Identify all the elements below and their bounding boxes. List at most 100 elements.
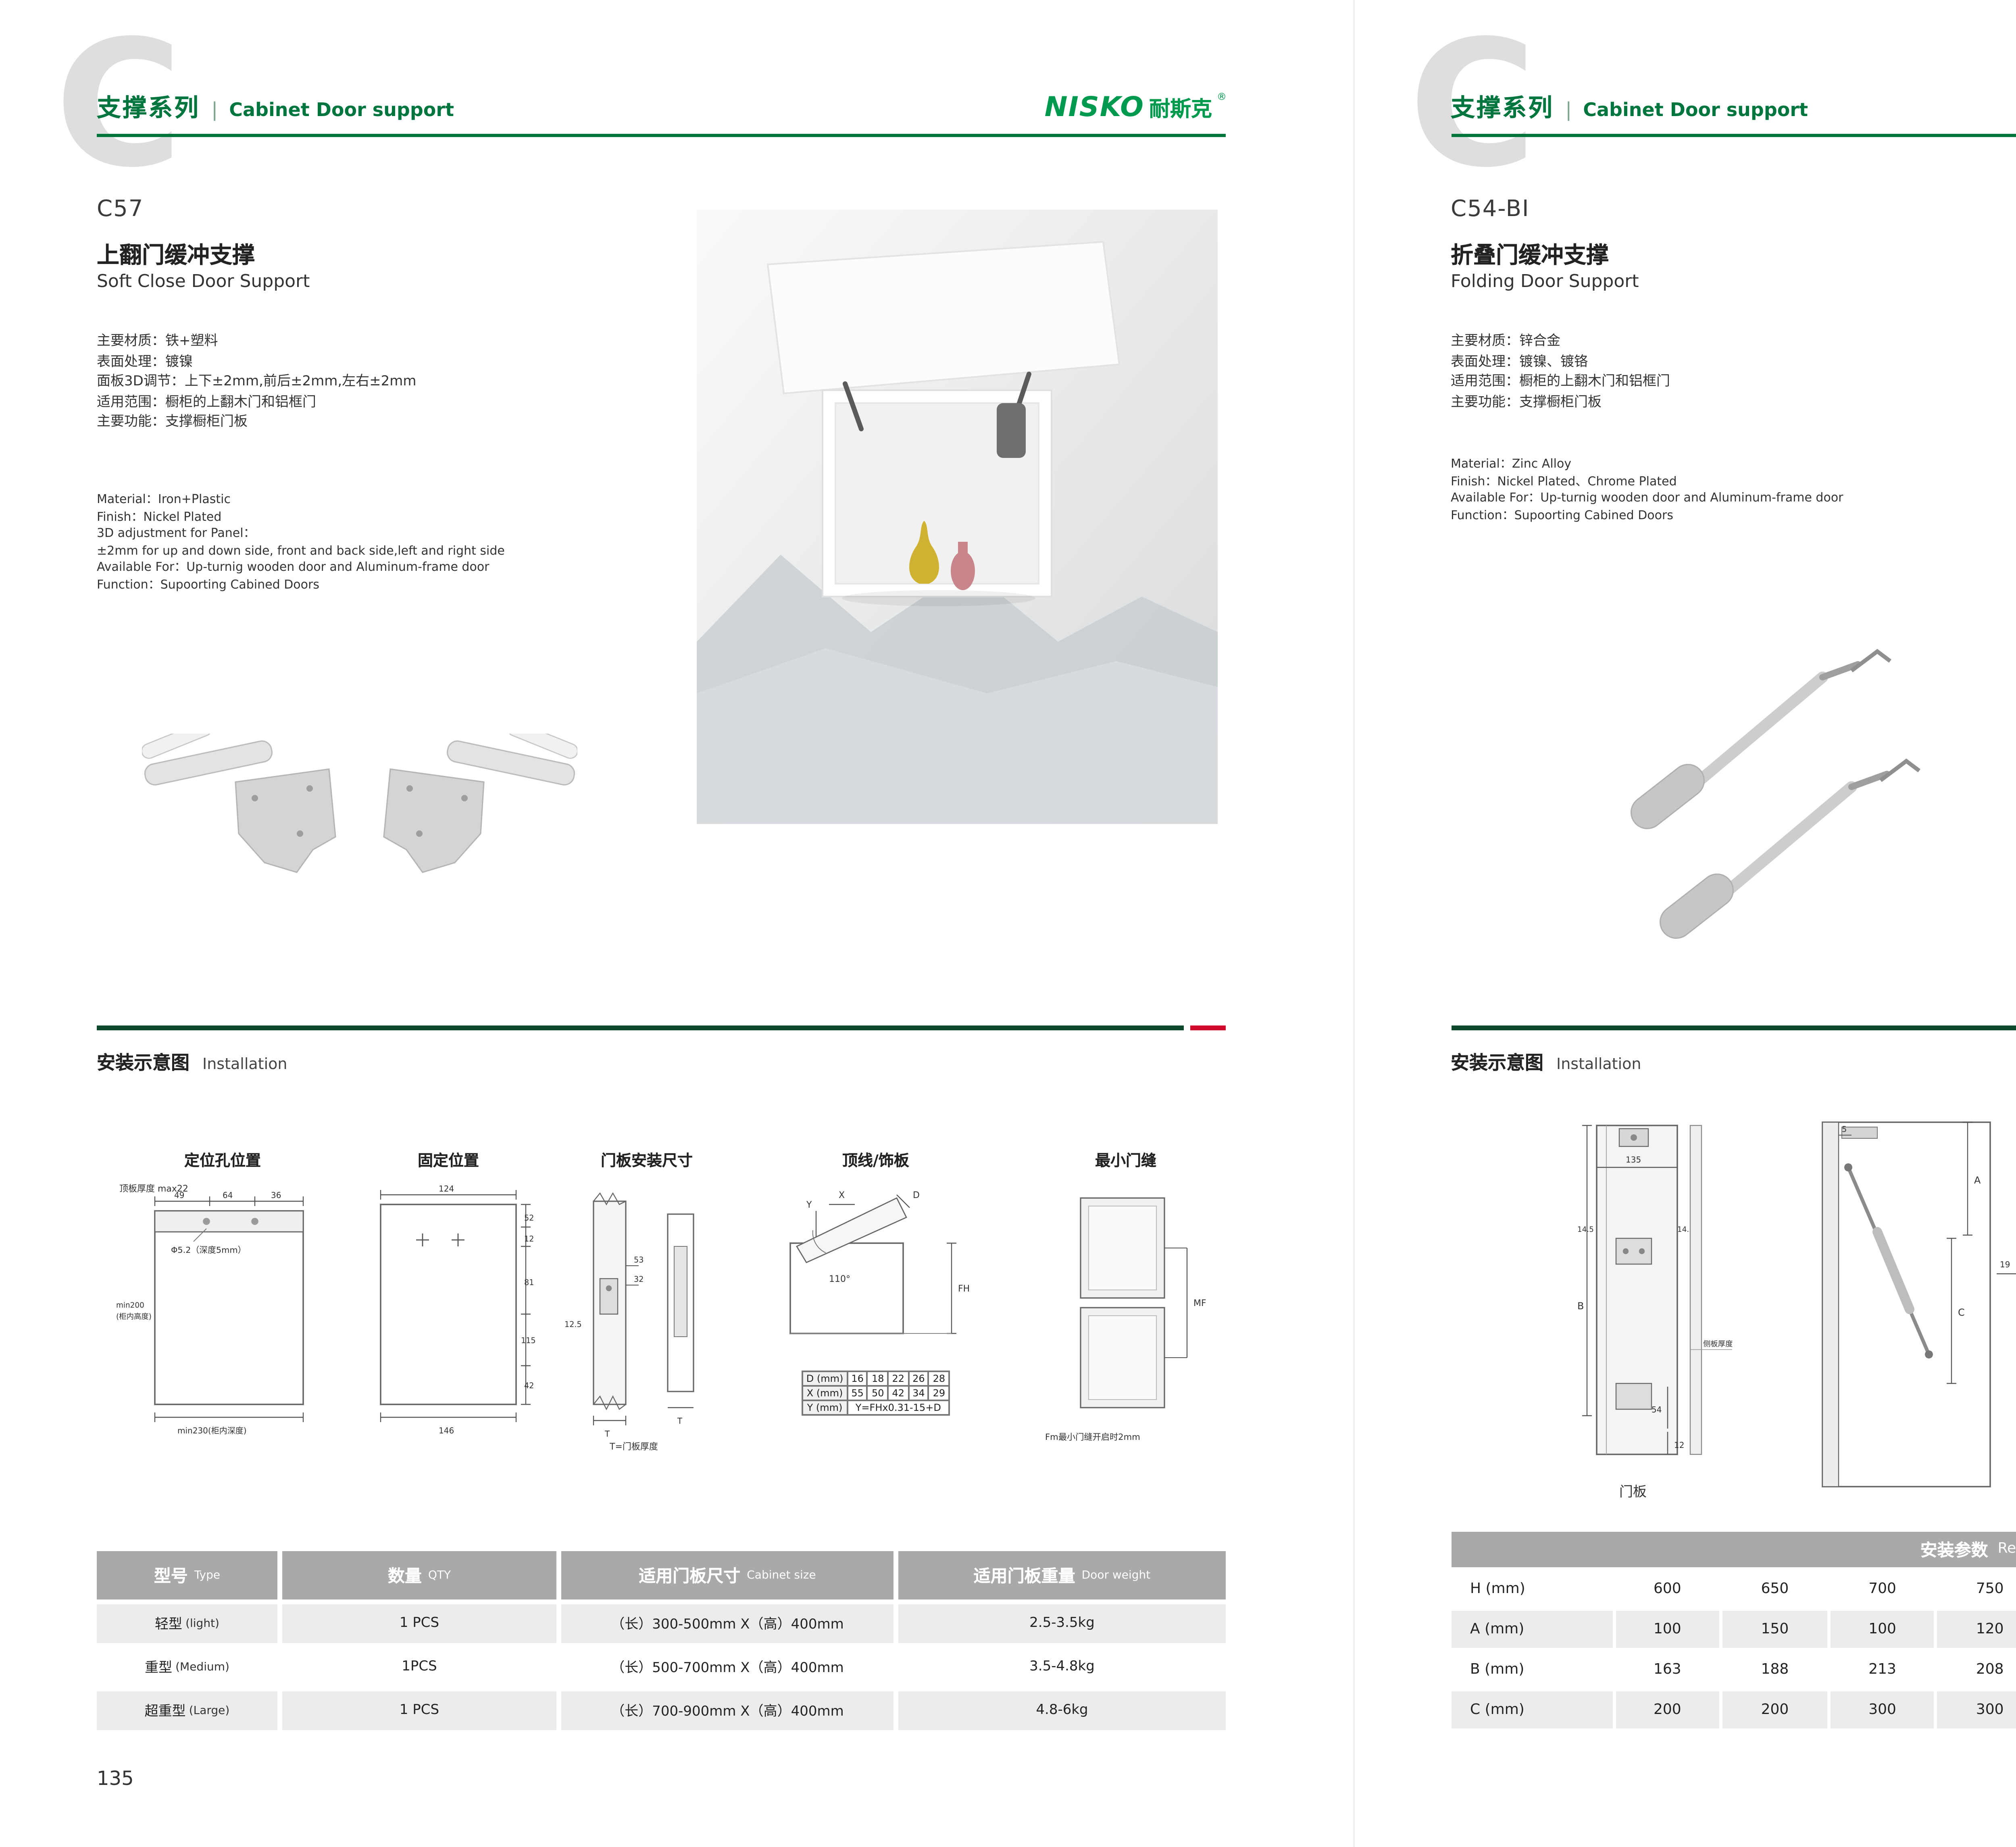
page-header: 支撑系列 | Cabinet Door support — [1451, 90, 1808, 124]
door-mounting-drawing: 53 32 12.5 T T T=门板厚度 — [564, 1192, 694, 1452]
panel-label: 门板 — [1618, 1484, 1646, 1500]
brand-logo: NISKO 耐斯克 ® — [1045, 92, 1227, 124]
spec-line: Material：Iron+Plastic — [97, 492, 231, 506]
dim-label: 54 — [1651, 1405, 1661, 1414]
dim-label: 14.5 — [1677, 1225, 1693, 1234]
table-cell-size: （长）700-900mm X（高）400mm — [561, 1691, 893, 1730]
hardware-photo — [142, 734, 577, 873]
dim-label: (柜内高度) — [116, 1312, 152, 1321]
mini-table-cell: 28 — [928, 1371, 950, 1387]
header-en: Reference Data — [1997, 1541, 2016, 1558]
dim-label: 19 — [1999, 1260, 2009, 1269]
value-cell: 300 — [1937, 1691, 2016, 1728]
header-cn: 适用门板重量 — [973, 1566, 1075, 1586]
reference-table-grid: H (mm) 600 650 700 750 800 850 900 950 1… — [1451, 1570, 2016, 1728]
row-label: C (mm) — [1451, 1691, 1612, 1728]
spec-line: 适用范围：橱柜的上翻木门和铝框门 — [97, 394, 317, 410]
spec-line: Available For：Up-turnig wooden door and … — [1451, 490, 1843, 505]
mini-table-cell: 50 — [866, 1385, 889, 1401]
table-cell-weight: 4.8-6kg — [898, 1691, 1226, 1730]
spec-line: Function：Supoorting Cabined Doors — [1451, 507, 1673, 522]
series-c-watermark: C — [55, 5, 183, 206]
spec-line: Available For：Up-turnig wooden door and … — [97, 560, 489, 574]
dim-label: 49 — [174, 1190, 184, 1200]
spec-line: Material：Zinc Alloy — [1451, 456, 1572, 471]
value-cell: 750 — [1937, 1570, 2016, 1608]
dim-label: X — [839, 1190, 845, 1200]
dim-label: 42 — [524, 1381, 534, 1390]
mini-table-cell: 42 — [887, 1385, 910, 1401]
table-header-size: 适用门板尺寸 Cabinet size — [561, 1551, 893, 1599]
brand-name-en: NISKO — [1044, 92, 1144, 124]
cabinet-open-door — [766, 241, 1120, 597]
crown-panel-table: D (mm) 16 18 22 26 28 X (mm) 55 50 42 34… — [801, 1371, 950, 1416]
value-cell: 200 — [1722, 1691, 1827, 1728]
dim-label: 侧板厚度 — [1702, 1340, 1732, 1348]
mini-table-cell: 26 — [908, 1371, 930, 1387]
series-title-en: Cabinet Door support — [229, 98, 454, 121]
value-cell: 650 — [1722, 1570, 1827, 1608]
header-rule — [1451, 134, 2016, 137]
dim-label: 115 — [521, 1336, 536, 1345]
diagram-positioning-holes: 定位孔位置 顶板厚度 max22 49 64 36 Φ5.2（深度5mm） mi… — [116, 1148, 329, 1459]
mini-table-cell: 22 — [887, 1371, 910, 1387]
mini-table-cell: 55 — [846, 1385, 868, 1401]
product-code: C54-BI — [1451, 197, 1530, 223]
spec-line: Function：Supoorting Cabined Doors — [97, 576, 319, 591]
value-cell: 213 — [1830, 1651, 1935, 1688]
spec-line: 表面处理：镀镍、镀铬 — [1451, 354, 1588, 370]
dim-label: 53 — [634, 1255, 644, 1265]
spec-line: Finish：Nickel Plated — [97, 509, 222, 523]
diagram-crown-panel: 顶线/饰板 110° Y X D FH D (mm) — [755, 1148, 997, 1416]
hardware-photo — [1629, 649, 1920, 939]
dim-label: C — [1957, 1307, 1964, 1318]
header-cn: 适用门板尺寸 — [639, 1566, 741, 1586]
page-136: C 支撑系列 | Cabinet Door support NISKO 耐斯克 … — [1352, 0, 2016, 1847]
reference-data-table: 安装参数 Reference Data H (mm) 600 650 700 7… — [1451, 1532, 2016, 1728]
table-cell-qty: 1 PCS — [282, 1604, 556, 1643]
specs-en: Material：Zinc Alloy Finish：Nickel Plated… — [1451, 456, 1983, 524]
dim-label: 124 — [439, 1184, 454, 1194]
header-en: Cabinet size — [747, 1569, 816, 1582]
table-cell-type: 重型(Medium) — [97, 1648, 277, 1687]
installation-heading: 安装示意图 Installation — [97, 1050, 287, 1075]
dim-label: 146 — [439, 1426, 454, 1435]
diagram-fixing-position: 固定位置 124 52 12 81 115 42 — [358, 1148, 539, 1459]
section-divider — [1451, 1025, 2016, 1030]
cell-cn: 超重型 — [144, 1704, 186, 1720]
dim-label: 110° — [829, 1274, 850, 1284]
reference-table-header: 安装参数 Reference Data — [1451, 1532, 2016, 1567]
value-cell: 163 — [1615, 1651, 1720, 1688]
installation-title-cn: 安装示意图 — [97, 1051, 190, 1074]
cell-cn: 重型 — [145, 1661, 173, 1677]
folding-arm-1 — [1629, 649, 1891, 830]
header-separator: | — [211, 98, 218, 121]
header-separator: | — [1565, 98, 1572, 121]
spec-line: 表面处理：镀镍 — [97, 354, 193, 370]
header-rule — [97, 134, 1226, 137]
dim-label: min230(柜内深度) — [177, 1426, 247, 1435]
divider-red-bar — [1190, 1025, 1226, 1030]
product-title-cn: 折叠门缓冲支撑 — [1451, 243, 1609, 269]
table-cell-type: 超重型(Large) — [97, 1691, 277, 1730]
positioning-holes-drawing: 顶板厚度 max22 49 64 36 Φ5.2（深度5mm） min200 (… — [116, 1184, 304, 1435]
diagram-door-mounting-size: 门板安装尺寸 53 32 12.5 T T T=门板厚度 — [561, 1148, 732, 1459]
installation-heading: 安装示意图 Installation — [1451, 1050, 1641, 1075]
spec-line: 主要材质：锌合金 — [1451, 334, 1561, 350]
page-header: 支撑系列 | Cabinet Door support — [97, 90, 454, 124]
installation-title-cn: 安装示意图 — [1451, 1051, 1543, 1074]
spec-line: 3D adjustment for Panel： — [97, 526, 256, 540]
cell-en: (Medium) — [175, 1661, 229, 1674]
spec-line: 适用范围：橱柜的上翻木门和铝框门 — [1451, 374, 1670, 390]
brand-name-cn: 耐斯克 — [1149, 98, 1212, 123]
dim-label: Φ5.2（深度5mm） — [171, 1245, 246, 1255]
dim-label: A — [1973, 1175, 1980, 1186]
dim-label: 52 — [524, 1213, 534, 1223]
header-cn: 型号 — [154, 1566, 188, 1586]
mini-table-cell: X (mm) — [801, 1385, 848, 1401]
dim-label: 顶板厚度 max22 — [119, 1184, 188, 1194]
value-cell: 208 — [1937, 1651, 2016, 1688]
